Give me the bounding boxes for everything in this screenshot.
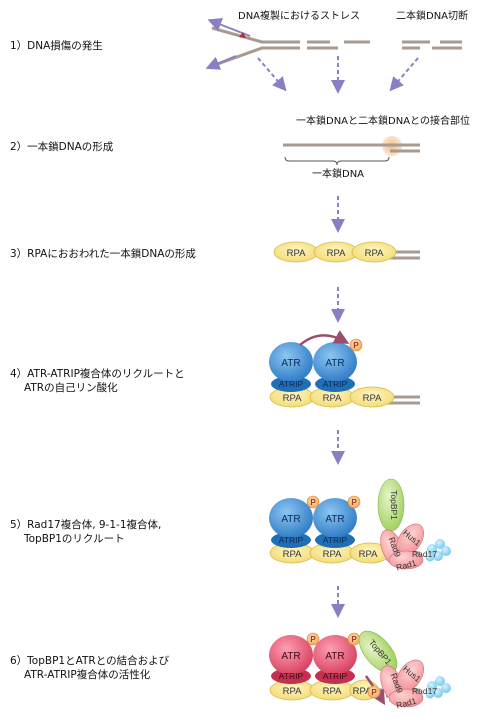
rad17-label-6: Rad17 [412, 686, 437, 696]
phospho-label-4: P [353, 341, 359, 350]
atrip-label-4a: ATRIP [279, 379, 304, 389]
converge-arrow-right [389, 57, 419, 92]
atr-atrip-complex-6-active: ATR ATR ATRIP ATRIP [269, 635, 357, 684]
atrip-label-6a: ATRIP [279, 671, 304, 681]
dsb-right [402, 40, 462, 50]
atrip-label-6b: ATRIP [323, 671, 348, 681]
phospho-5b [347, 495, 361, 509]
rpa-label-4b: RPA [323, 393, 342, 404]
phospho-label-5b: P [351, 498, 357, 507]
rpa-4c [349, 386, 395, 408]
atr-label-4b: ATR [325, 358, 344, 369]
atrip-5a [271, 532, 311, 548]
ssdna-label: 一本鎖DNA [312, 167, 364, 180]
atrip-label-4b: ATRIP [323, 379, 348, 389]
rpa-label-5c: RPA [359, 549, 378, 560]
junction-label: 一本鎖DNAと二本鎖DNAとの接合部位 [296, 114, 470, 127]
autophosphorylation-arrow [299, 330, 350, 346]
atrip-label-5b: ATRIP [323, 535, 348, 545]
topbp1-5: TopBP1 [377, 478, 405, 532]
phospho-4 [349, 338, 363, 352]
ssdna-brace [284, 156, 390, 166]
replication-stress-label: DNA複製におけるストレス [238, 9, 360, 22]
atr-atrip-complex-4: ATR ATR ATRIP ATRIP [269, 342, 357, 392]
fork-arrow-up [207, 18, 251, 37]
step3-rpa-group: RPA RPA RPA [273, 241, 397, 263]
atr-5a [269, 498, 313, 538]
topbp1-label-5: TopBP1 [389, 490, 399, 520]
converge-arrow-left [257, 57, 287, 92]
step-5-label-line2: TopBP1のリクルート [23, 533, 125, 545]
atr-label-4a: ATR [281, 358, 300, 369]
step-6-label-line2: ATR-ATRIP複合体の活性化 [24, 668, 151, 681]
rpa-label-3: RPA [365, 248, 384, 259]
rpa-label-1: RPA [287, 248, 306, 259]
rpa-3 [351, 241, 397, 263]
atr-5b [313, 498, 357, 538]
atr-label-5b: ATR [325, 514, 344, 525]
rpa-label-4c: RPA [363, 393, 382, 404]
rad17-label-5: Rad17 [412, 549, 437, 559]
rpa-label-2: RPA [327, 248, 346, 259]
rpa-label-5b: RPA [323, 549, 342, 560]
rpa-label-6c: RPA [353, 686, 372, 697]
step-4-label-line2: ATRの自己リン酸化 [24, 381, 118, 394]
step-2-label: 2）一本鎖DNAの形成 [10, 140, 114, 153]
step-6-label-line1: 6）TopBP1とATRとの結合および [10, 654, 170, 667]
rad17-complex-5 [425, 539, 451, 562]
atr-4a [269, 342, 313, 382]
fork-arrow-down [205, 55, 237, 70]
rpa-label-4a: RPA [283, 393, 302, 404]
atr-6a [269, 635, 313, 675]
dsb-label: 二本鎖DNA切断 [396, 9, 468, 22]
atrip-4b [315, 376, 355, 392]
rad1-5 [388, 550, 424, 570]
step-5-label-line1: 5）Rad17複合体, 9-1-1複合体, [10, 518, 161, 531]
fork-damage-mark [239, 32, 246, 38]
phospho-6c [367, 685, 381, 699]
phospho-label-5a: P [310, 498, 316, 507]
nine-one-one-complex-5: Rad9 Hus1 Rad1 [380, 523, 425, 573]
atrip-4a [271, 376, 311, 392]
step-3-label: 3）RPAにおおわれた一本鎖DNAの形成 [10, 247, 196, 260]
atr-atrip-complex-5: ATR ATR ATRIP ATRIP [269, 498, 357, 548]
rpa-label-5a: RPA [283, 549, 302, 560]
phospho-label-6c: P [371, 688, 377, 697]
atrip-5b [315, 532, 355, 548]
atr-4b [313, 342, 357, 382]
phospho-6a [306, 632, 320, 646]
step-1-label: 1）DNA損傷の発生 [10, 39, 103, 52]
rpa-label-6a: RPA [283, 686, 302, 697]
atr-label-6b: ATR [325, 651, 344, 662]
phospho-label-6b: P [351, 635, 357, 644]
atr-6b [313, 635, 357, 675]
rad1-6 [388, 688, 424, 708]
dsb-middle [307, 40, 370, 50]
atr-label-5a: ATR [281, 514, 300, 525]
rpa-label-6b: RPA [323, 686, 342, 697]
atrip-label-5a: ATRIP [279, 535, 304, 545]
step-4-label-line1: 4）ATR-ATRIP複合体のリクルートと [10, 367, 185, 380]
rad17-complex-6 [425, 676, 451, 699]
atr-label-6a: ATR [281, 651, 300, 662]
ssdna-strand [283, 143, 420, 153]
phospho-label-6a: P [310, 635, 316, 644]
phospho-5a [306, 495, 320, 509]
